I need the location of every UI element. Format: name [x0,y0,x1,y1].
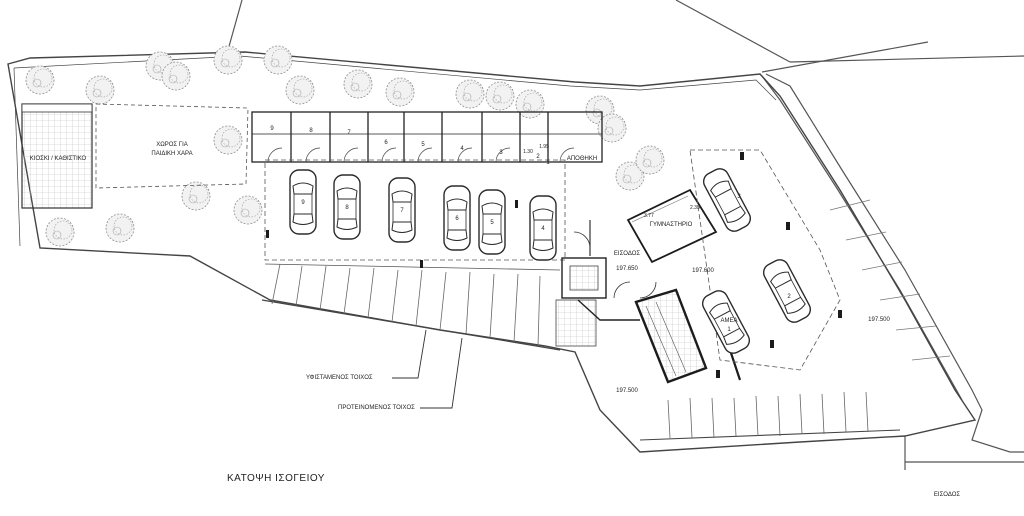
car-number: 9 [301,200,305,206]
play-area-outline [95,103,249,189]
kiosk-area [21,103,93,209]
storage-number: 6 [384,140,388,146]
kiosk-label: ΚΙΟΣΚΙ / ΚΑΘΙΣΤΙΚΟ [29,156,87,162]
gym-dim: 3.77 [644,213,654,219]
entrance-doors [573,220,657,299]
center-level: 197.600 [692,268,714,274]
cars-row [289,169,557,261]
storage-number: 9 [270,126,274,132]
posts [266,152,842,378]
play-area-label-1: ΧΩΡΟΣ ΓΙΑ [156,142,188,148]
right-car-number: 1 [727,327,731,333]
amea-label: ΑΜΕΑ [720,318,738,324]
right-parking-zone [689,149,841,371]
storage-dim: 1.95 [539,144,549,150]
street-entrance-label: ΕΙΣΟΔΟΣ [933,492,961,498]
car-number: 5 [490,220,494,226]
right-car-number: 2 [787,294,791,300]
storage-dim: 1.30 [523,149,533,155]
legend-proposed-wall: ΠΡΟΤΕΙΝΟΜΕΝΟΣ ΤΟΙΧΟΣ [338,405,415,411]
car-number: 7 [400,208,404,214]
core-block [555,257,640,347]
east-parking-lines [829,199,951,361]
gym-room [626,188,718,264]
entrance-level: 197.650 [616,266,638,272]
storage-number: 7 [347,130,351,136]
storage-number: 2 [536,154,540,160]
parking-area-left [264,159,566,271]
right-cars [698,164,815,358]
storage-number: 1 [546,160,550,166]
entrance-label: ΕΙΣΟΔΟΣ [613,251,641,257]
legend-leaders [392,329,463,409]
bottom-parking-lines [639,391,901,441]
lower-parking-lines [261,263,561,351]
gym-label: ΓΥΜΝΑΣΤΗΡΙΟ [649,222,693,228]
right-car-number: 3 [737,194,741,200]
gym-dim: 2.35 [690,205,700,211]
storage-number: 5 [421,142,425,148]
storage-number: 4 [460,146,464,152]
storage-label: ΑΠΟΘΗΚΗ [566,156,598,162]
storage-number: 3 [499,150,503,156]
storage-row [251,111,603,163]
play-area-label-2: ΠΑΙΔΙΚΗ ΧΑΡΑ [151,151,193,157]
context-lines [227,0,1024,470]
legend-existing-wall: ΥΦΙΣΤΑΜΕΝΟΣ ΤΟΙΧΟΣ [306,375,373,381]
storage-number: 8 [309,128,313,134]
car-number: 8 [345,205,349,211]
south-level: 197.500 [616,388,638,394]
east-level: 197.500 [868,317,890,323]
car-number: 6 [455,216,459,222]
plan-title: ΚΑΤΟΨΗ ΙΣΟΓΕΙΟΥ [227,473,325,484]
car-number: 4 [541,226,545,232]
